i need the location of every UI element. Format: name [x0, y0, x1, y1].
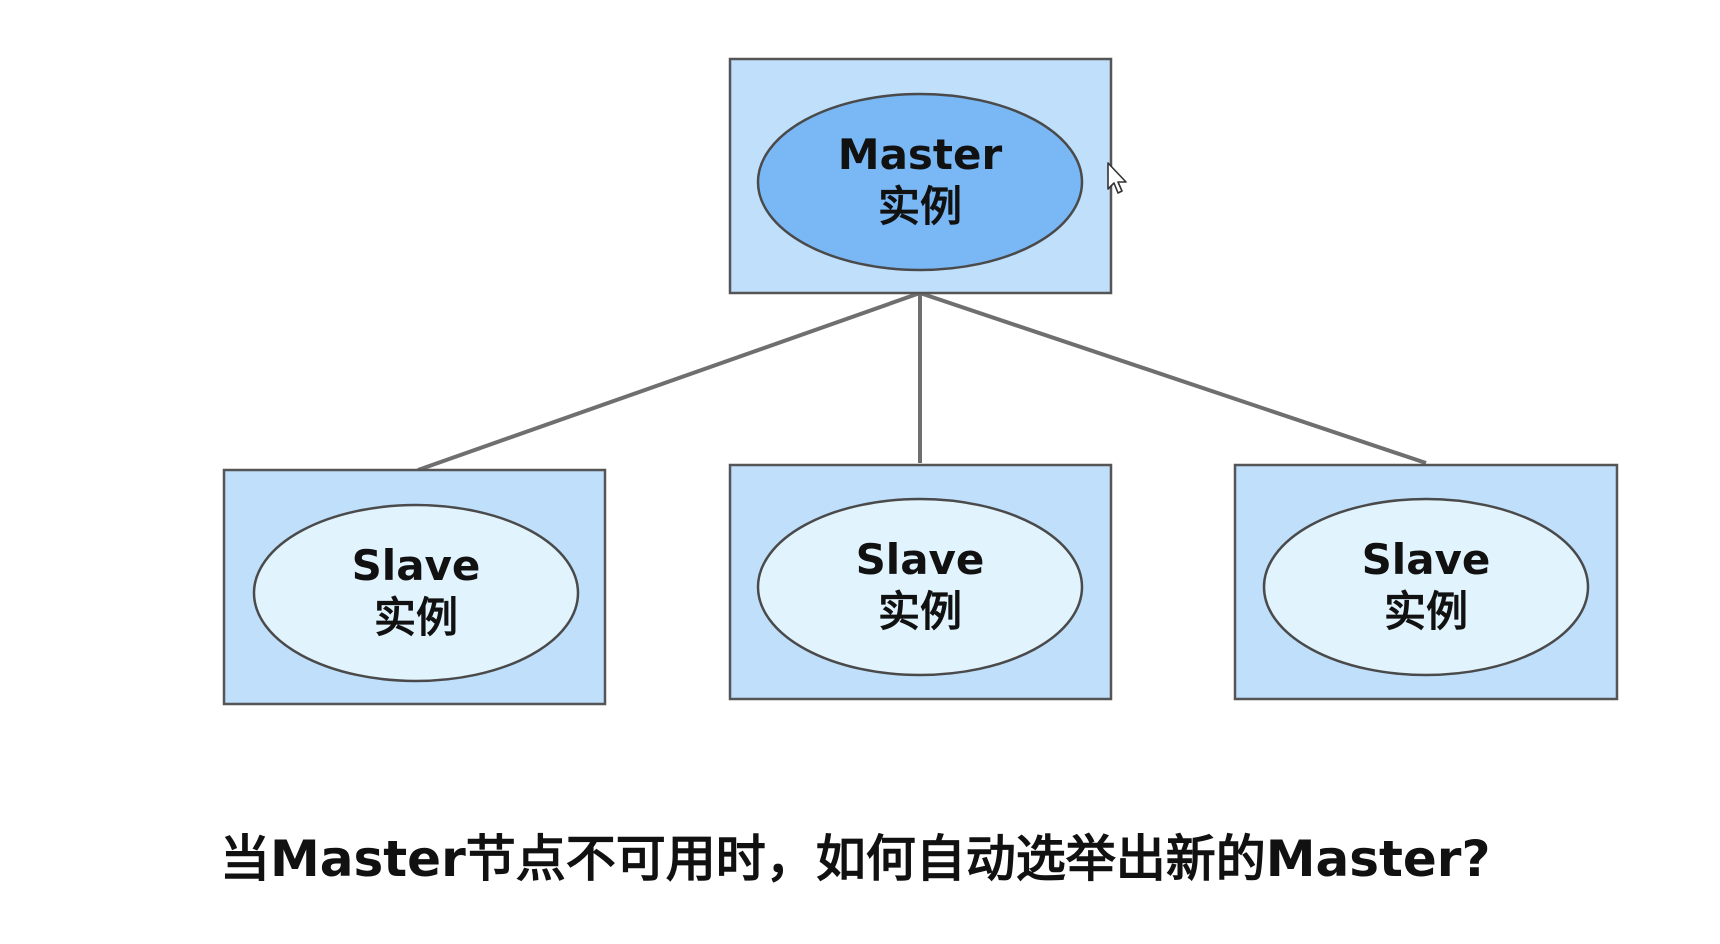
slave-node-2: Slave 实例: [728, 463, 1113, 701]
slave-sublabel: 实例: [1384, 587, 1468, 636]
connector-right: [919, 291, 1427, 465]
slave-node-1: Slave 实例: [222, 468, 607, 706]
master-label: Master: [838, 130, 1003, 179]
master-node: Master 实例: [728, 57, 1113, 295]
connectors: [417, 291, 1427, 472]
slave-sublabel: 实例: [374, 593, 458, 642]
slave-ellipse: [252, 503, 580, 683]
master-sublabel: 实例: [878, 182, 962, 231]
slave-label: Slave: [856, 535, 985, 584]
slave-label: Slave: [1362, 535, 1491, 584]
slave-node-3: Slave 实例: [1233, 463, 1619, 701]
slave-label: Slave: [352, 541, 481, 590]
master-ellipse: [756, 92, 1084, 272]
slave-ellipse: [1262, 497, 1590, 677]
connector-left: [417, 291, 921, 472]
mouse-pointer-icon: [1107, 162, 1127, 194]
slave-sublabel: 实例: [878, 587, 962, 636]
question-caption: 当Master节点不可用时，如何自动选举出新的Master?: [220, 830, 1490, 888]
slave-ellipse: [756, 497, 1084, 677]
